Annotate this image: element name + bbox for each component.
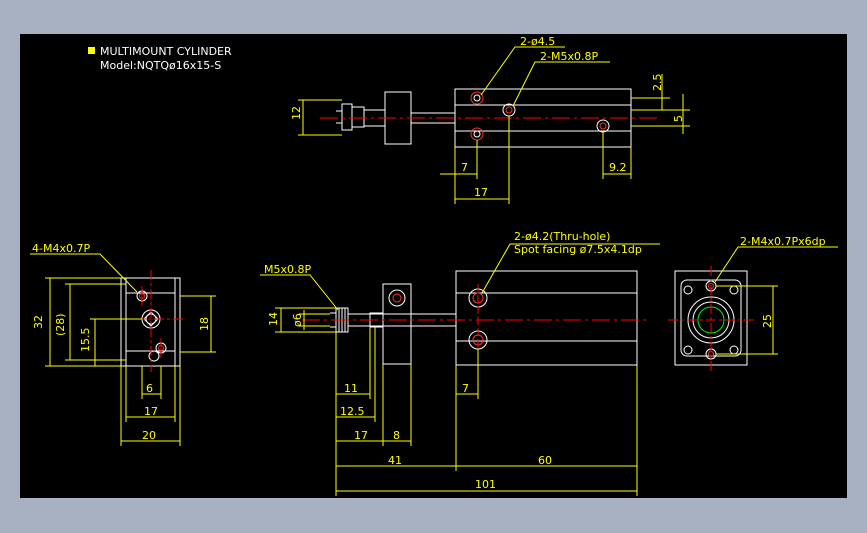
left-dim-15-5: 15.5 xyxy=(79,328,92,353)
left-dim-6: 6 xyxy=(146,382,153,395)
front-dim-17: 17 xyxy=(354,429,368,442)
front-note-thru-hole: 2-ø4.2(Thru-hole) xyxy=(514,230,610,243)
front-block xyxy=(382,283,412,365)
front-dim-7: 7 xyxy=(462,382,469,395)
left-dim-32: 32 xyxy=(32,315,45,329)
top-view: 2-ø4.5 2-M5x0.8P 12 2.5 5 7 17 xyxy=(290,35,690,204)
left-dim-28: (28) xyxy=(54,313,67,336)
top-dim-17: 17 xyxy=(474,186,488,199)
title-line-1: MULTIMOUNT CYLINDER xyxy=(100,45,232,58)
top-dim-12: 12 xyxy=(290,106,303,120)
left-dim-20: 20 xyxy=(142,429,156,442)
top-body xyxy=(454,88,632,148)
front-dim-11: 11 xyxy=(344,382,358,395)
front-view: M5x0.8P 2-ø4.2(Thru-hole) Spot facing ø7… xyxy=(260,230,660,496)
front-dim-41: 41 xyxy=(388,454,402,467)
top-note-holes: 2-ø4.5 xyxy=(520,35,555,48)
front-dim-14: 14 xyxy=(267,312,280,326)
left-view: 4-M4x0.7P 32 (28) 15.5 18 xyxy=(30,242,216,446)
cad-drawing: MULTIMOUNT CYLINDER Model:NQTQø16x15-S xyxy=(30,35,838,496)
top-dim-2-5: 2.5 xyxy=(651,74,664,92)
drawing-canvas[interactable]: MULTIMOUNT CYLINDER Model:NQTQø16x15-S xyxy=(20,34,847,498)
title-line-2: Model:NQTQø16x15-S xyxy=(100,59,221,72)
title-bullet xyxy=(88,47,95,54)
front-body xyxy=(455,270,638,366)
front-note-thread: M5x0.8P xyxy=(264,263,311,276)
top-dim-5: 5 xyxy=(672,115,685,122)
right-view: 2-M4x0.7Px6dp 25 xyxy=(668,235,838,372)
left-note-thread: 4-M4x0.7P xyxy=(32,242,90,255)
front-dim-101: 101 xyxy=(475,478,496,491)
top-dim-9-2: 9.2 xyxy=(609,161,627,174)
front-dim-dia6: ø6 xyxy=(291,313,304,327)
left-dim-17: 17 xyxy=(144,405,158,418)
left-dim-18: 18 xyxy=(198,317,211,331)
front-dim-60: 60 xyxy=(538,454,552,467)
top-note-thread: 2-M5x0.8P xyxy=(540,50,598,63)
front-note-spot-facing: Spot facing ø7.5x4.1dp xyxy=(514,243,642,256)
right-dim-25: 25 xyxy=(761,314,774,328)
front-dim-12-5: 12.5 xyxy=(340,405,365,418)
right-note-thread: 2-M4x0.7Px6dp xyxy=(740,235,826,248)
front-dim-8: 8 xyxy=(393,429,400,442)
top-dim-7: 7 xyxy=(461,161,468,174)
